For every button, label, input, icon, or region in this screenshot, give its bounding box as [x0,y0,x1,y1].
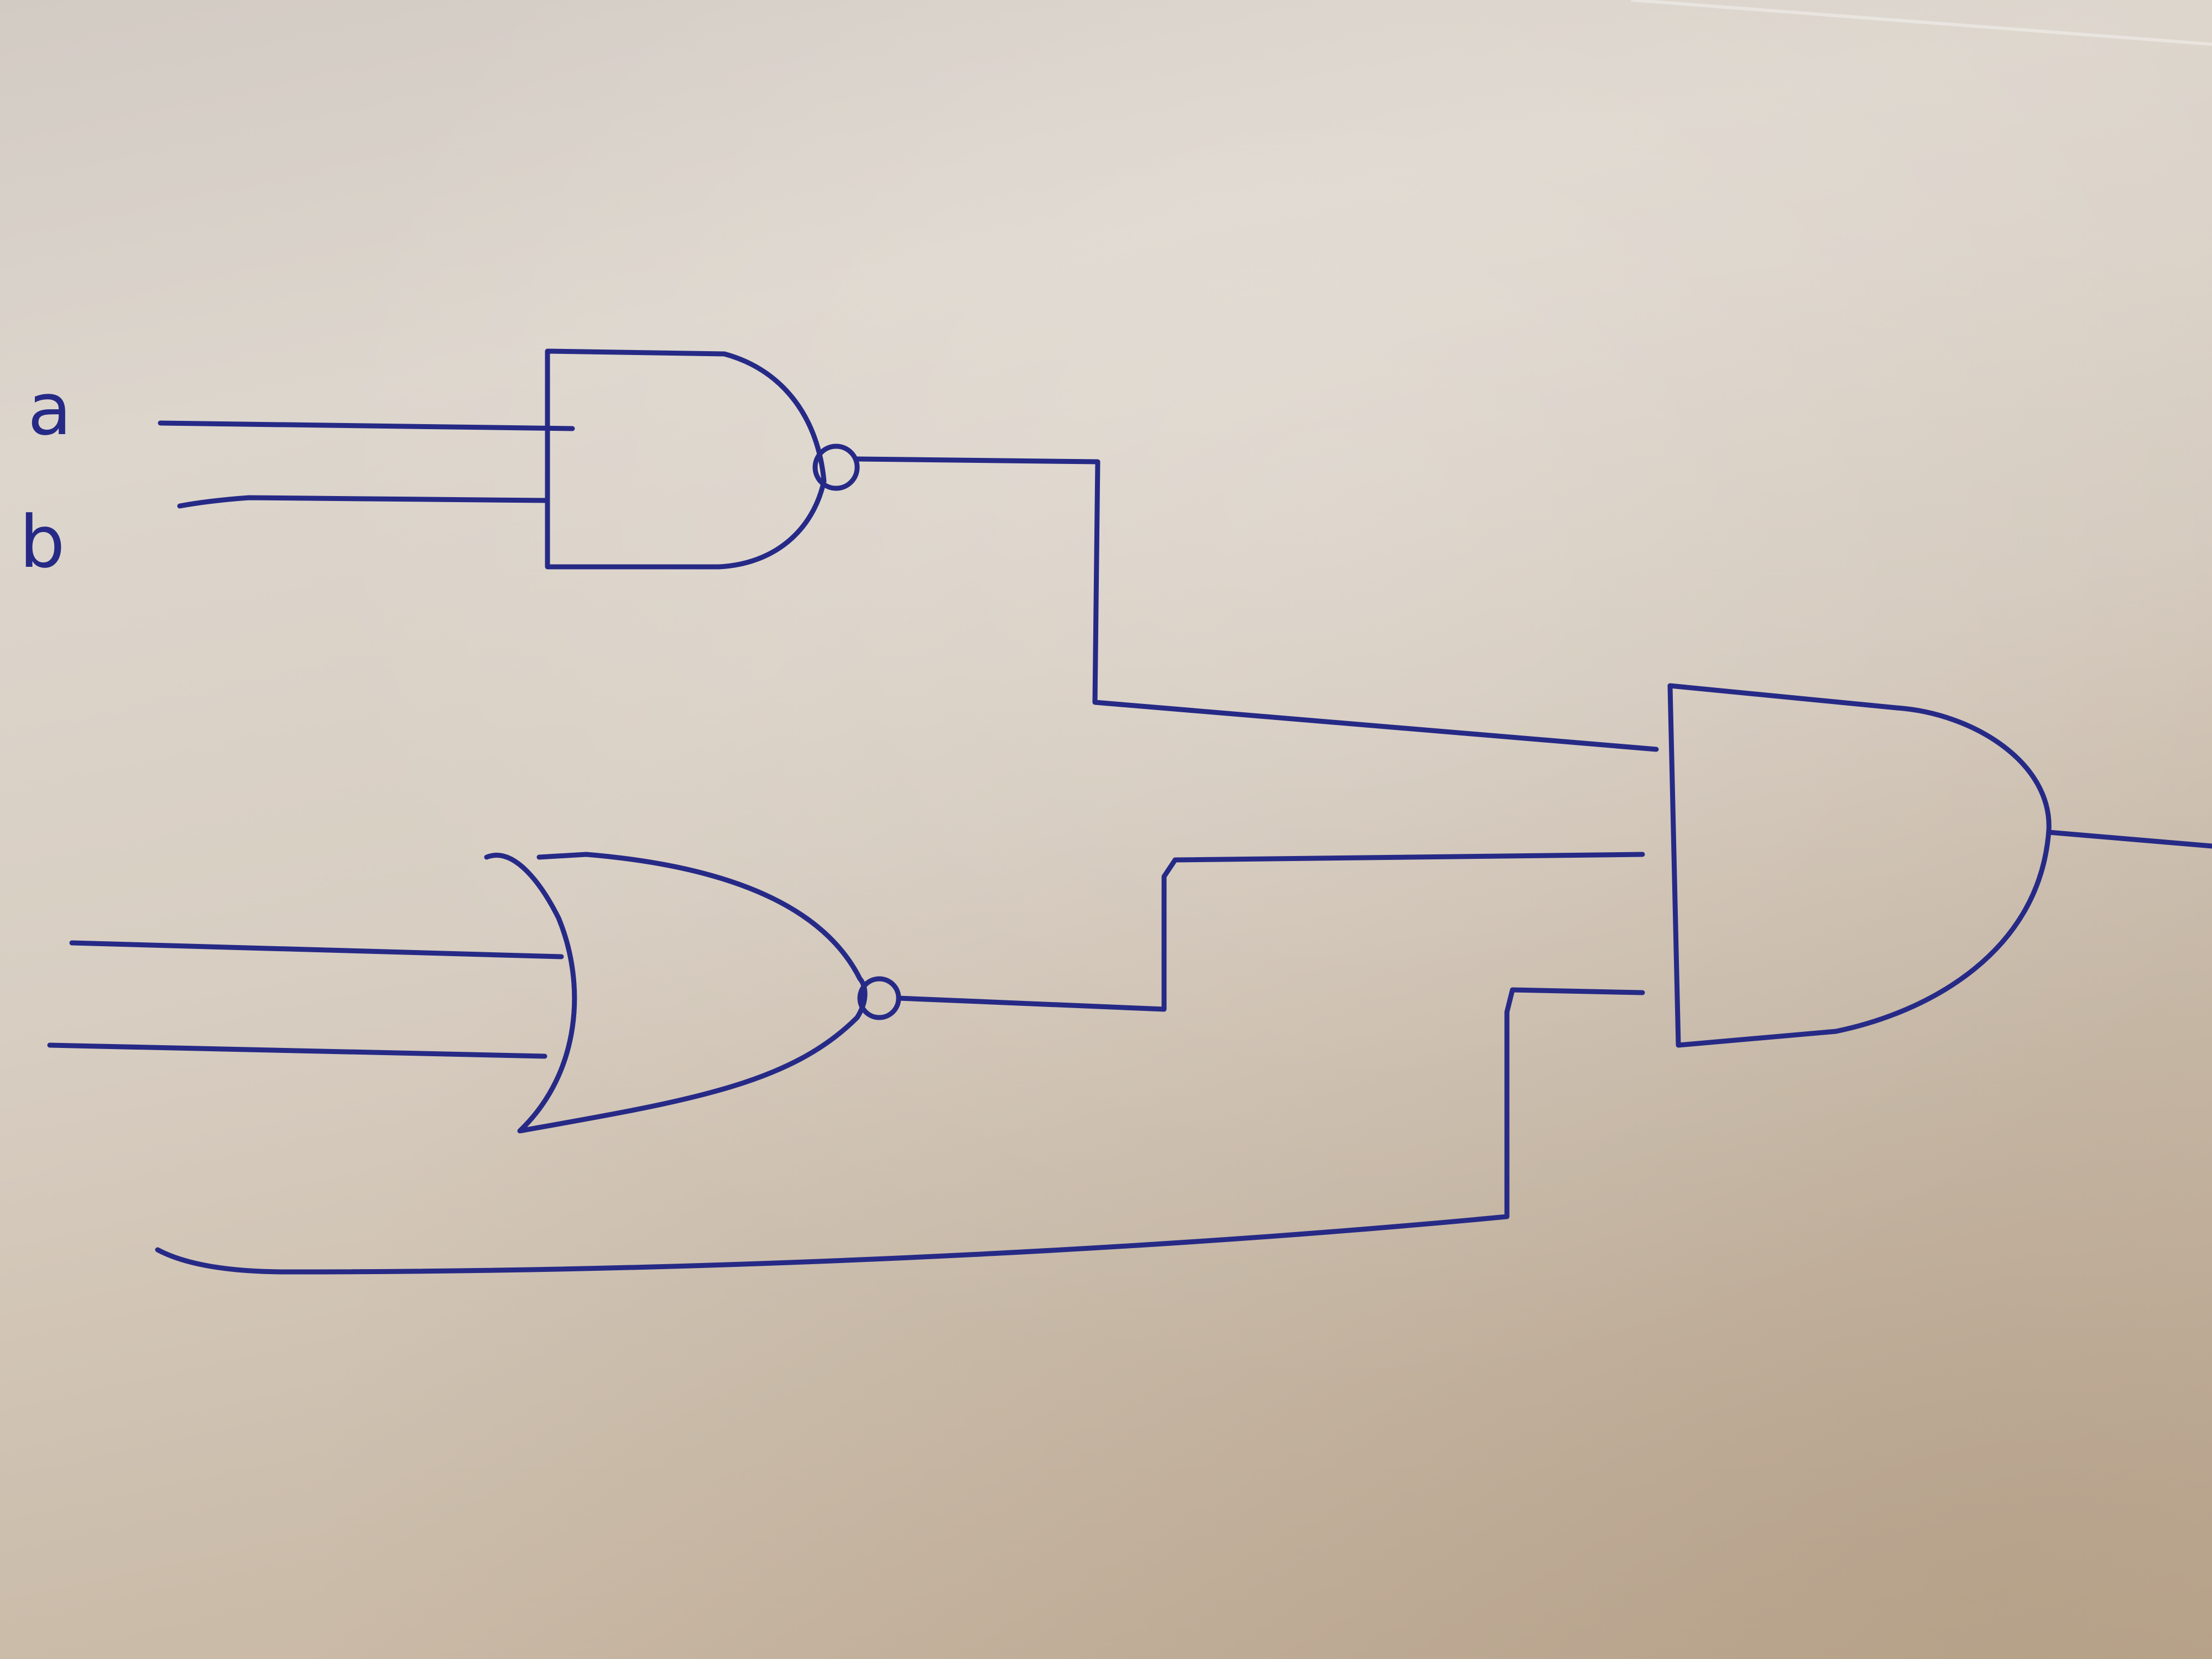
wire-input-3 [155,987,1645,1275]
wire-input-b [177,495,550,509]
input-label-b: b [19,500,65,584]
wire-nor-output [896,852,1645,1012]
wire-nor-input-2 [47,1042,547,1059]
wire-nor-input-1 [69,940,564,959]
and-gate-body [1667,683,2052,1048]
wire-and-output [2046,830,2212,849]
wire-nand-output [854,456,1659,752]
nand-gate-inversion-bubble [812,444,860,491]
nand-gate-body [545,348,827,570]
input-label-a: a [28,367,72,451]
nor-gate-body [484,852,868,1134]
wire-input-a [158,420,575,431]
